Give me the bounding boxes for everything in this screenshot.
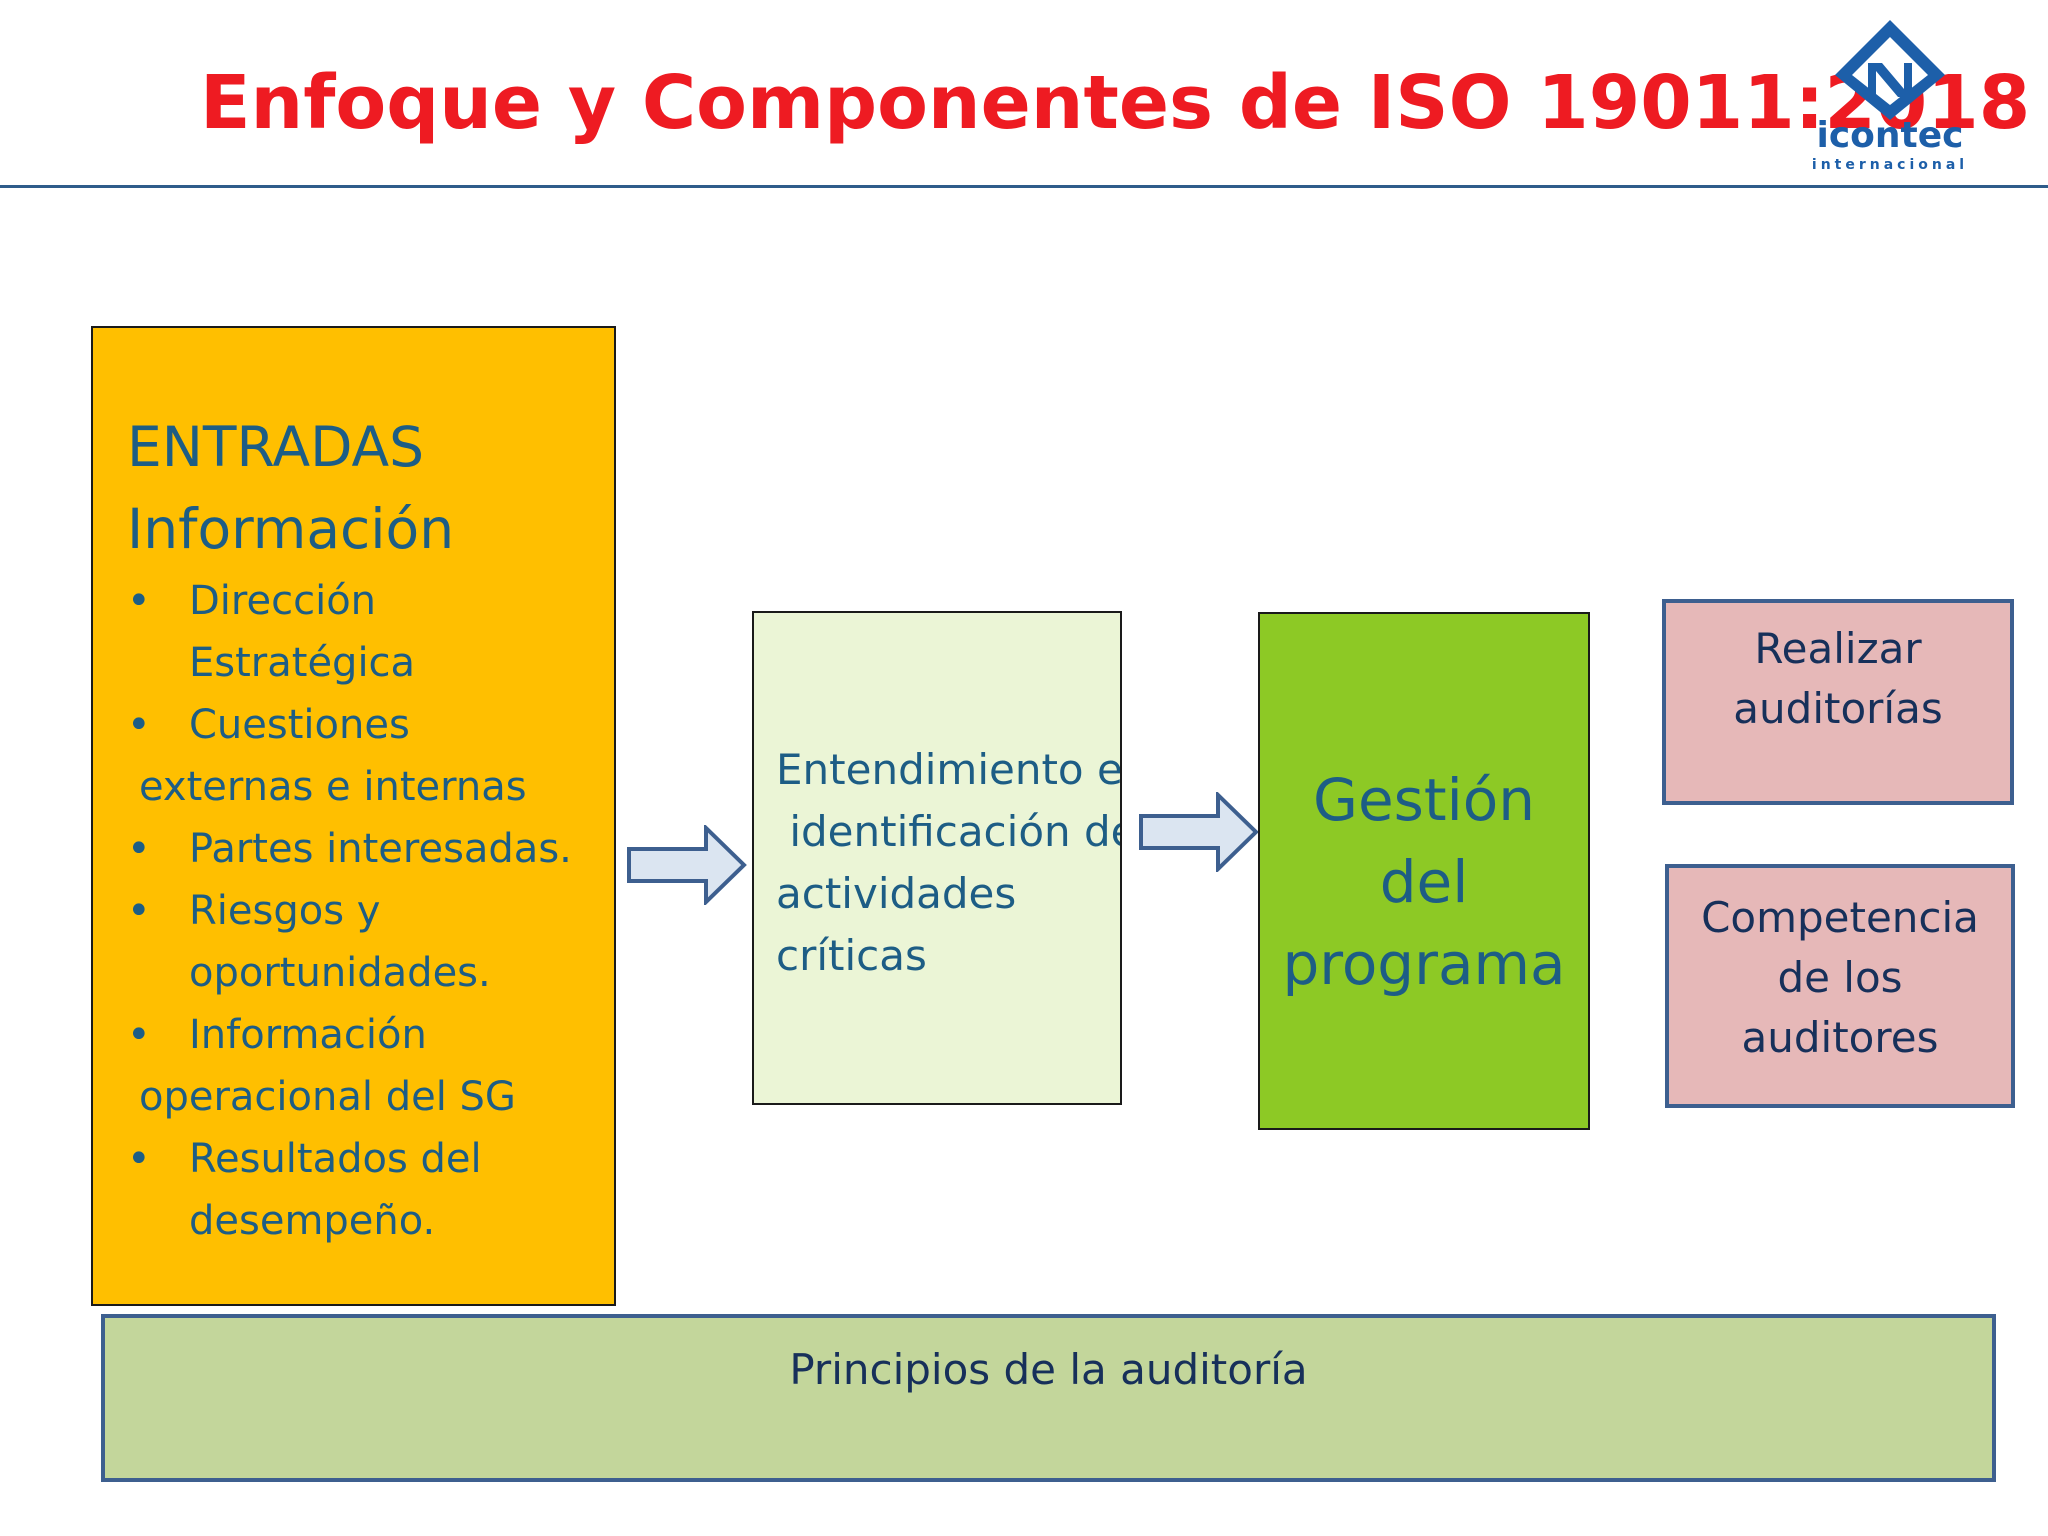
list-item: • Dirección Estratégica (127, 570, 584, 694)
auditor-competence-box: Competencia de los auditores (1665, 864, 2015, 1108)
conduct-line: Realizar (1754, 624, 1922, 673)
list-item-line: Resultados del (189, 1136, 482, 1182)
understanding-line: actividades (776, 869, 1017, 918)
inputs-list: • Dirección Estratégica • Cuestiones ext… (127, 570, 584, 1252)
list-item-line: externas e internas (139, 764, 527, 810)
program-line: del (1379, 848, 1469, 916)
list-item-line: Estratégica (189, 640, 416, 686)
icontec-logo-icon (1835, 20, 1945, 120)
bullet-icon: • (127, 1136, 151, 1182)
slide-title: Enfoque y Componentes de ISO 19011:2018 (200, 60, 2031, 146)
inputs-title: ENTRADAS (127, 415, 425, 479)
list-item: • Resultados del desempeño. (127, 1128, 584, 1252)
program-line: programa (1282, 930, 1566, 998)
principles-label: Principios de la auditoría (789, 1345, 1308, 1394)
understanding-line: identificación de (776, 807, 1120, 856)
list-item: • Partes interesadas. (127, 818, 584, 880)
inputs-box: ENTRADAS Información • Dirección Estraté… (91, 326, 616, 1306)
conduct-audits-box: Realizar auditorías (1662, 599, 2014, 805)
competence-line: Competencia (1701, 893, 1979, 942)
logo-subtitle: internacional (1811, 157, 1969, 173)
right-arrow-icon (627, 825, 747, 905)
bullet-icon: • (127, 578, 151, 624)
understanding-line: críticas (776, 931, 927, 980)
list-item-line: Riesgos y (189, 888, 381, 934)
bullet-icon: • (127, 702, 151, 748)
logo-wordmark: icontec (1816, 115, 1964, 156)
list-item: • Información operacional del SG (127, 1004, 584, 1128)
icontec-logo: icontec internacional (1810, 15, 1970, 175)
header-divider (0, 185, 2048, 188)
list-item-line: Información (189, 1012, 427, 1058)
list-item: • Riesgos y oportunidades. (127, 880, 584, 1004)
list-item-line: Dirección (189, 578, 377, 624)
program-line: Gestión (1313, 766, 1535, 834)
conduct-line: auditorías (1733, 684, 1943, 733)
list-item-line: oportunidades. (189, 950, 491, 996)
list-item: • Cuestiones externas e internas (127, 694, 584, 818)
bullet-icon: • (127, 1012, 151, 1058)
competence-line: auditores (1741, 1013, 1939, 1062)
bullet-icon: • (127, 826, 151, 872)
program-box: Gestión del programa (1258, 612, 1590, 1130)
competence-line: de los (1777, 953, 1903, 1002)
audit-principles-box: Principios de la auditoría (101, 1314, 1996, 1482)
list-item-line: desempeño. (189, 1198, 436, 1244)
inputs-subtitle: Información (127, 497, 455, 561)
list-item-line: Partes interesadas. (189, 826, 572, 872)
understanding-box: Entendimiento e identificación de activi… (752, 611, 1122, 1105)
list-item-line: operacional del SG (139, 1074, 516, 1120)
right-arrow-icon (1139, 792, 1259, 872)
understanding-line: Entendimiento e (776, 745, 1120, 794)
list-item-line: Cuestiones (189, 702, 410, 748)
bullet-icon: • (127, 888, 151, 934)
